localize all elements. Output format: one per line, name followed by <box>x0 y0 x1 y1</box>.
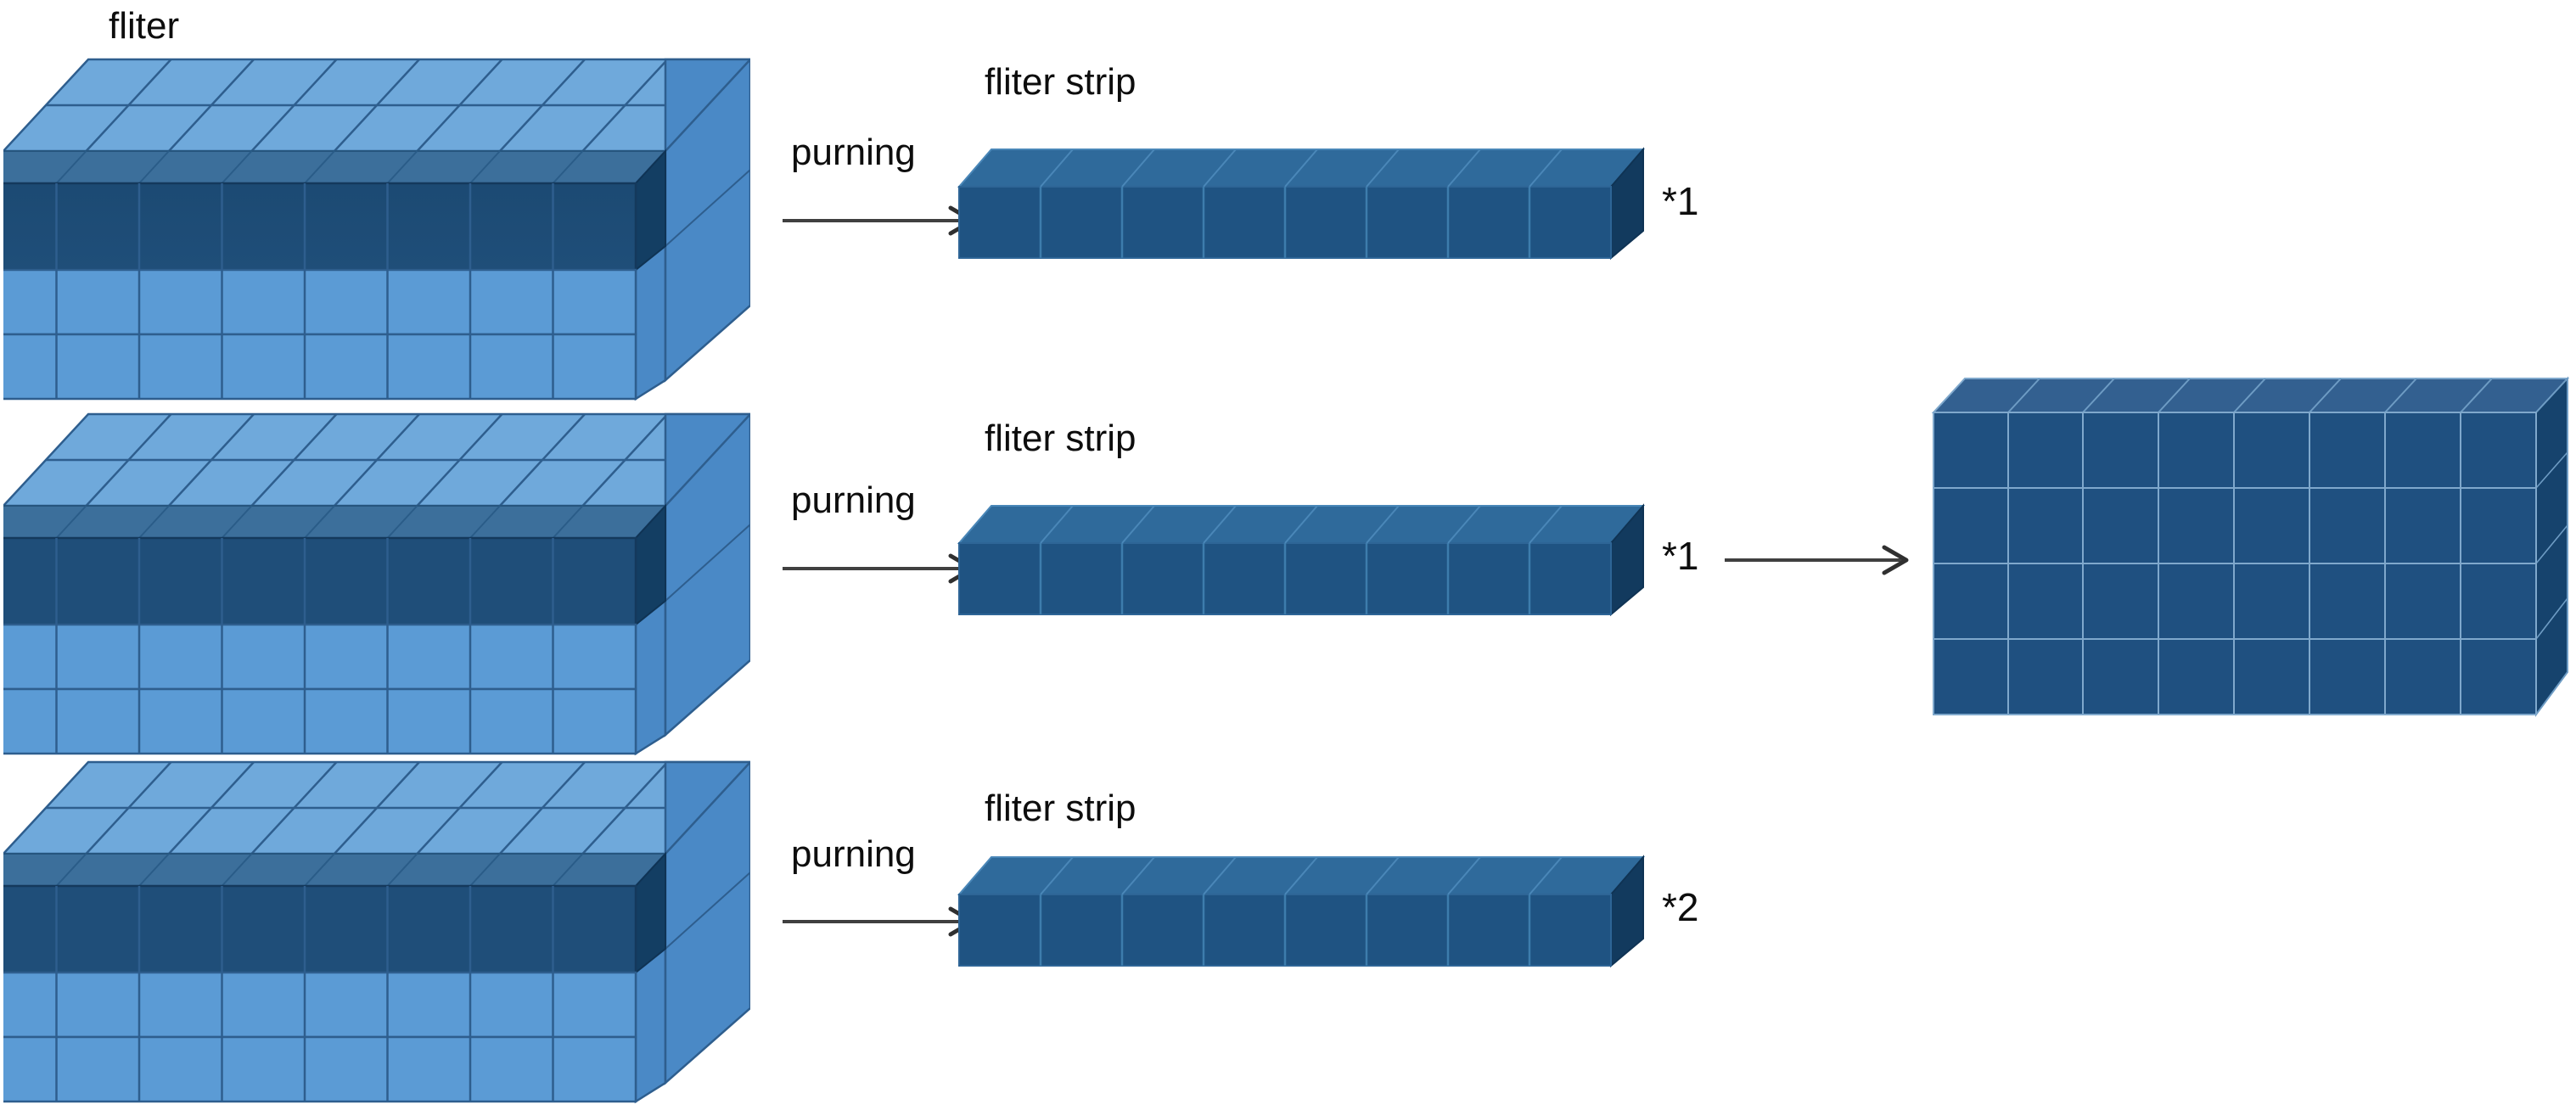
result-block <box>1927 373 2576 755</box>
filter-cube-3 <box>3 754 750 1110</box>
cube-top-face <box>3 760 750 855</box>
combine-arrow <box>1723 543 1918 577</box>
cube-strip-top-face <box>3 853 668 887</box>
multiplier-label-1: *1 <box>1662 179 1699 223</box>
cube-top-face <box>3 58 750 153</box>
pruning-arrow-1 <box>781 204 985 238</box>
cube-front-face <box>3 884 637 1103</box>
multiplier-label-2: *1 <box>1662 534 1699 578</box>
result-right-face <box>2535 376 2568 718</box>
filter-strip-1 <box>957 143 1653 270</box>
filter-strip-3 <box>957 850 1653 978</box>
filter-cube-2 <box>3 406 750 762</box>
filter-title-label: fliter <box>109 5 180 47</box>
filter-strip-2 <box>957 499 1653 626</box>
multiplier-label-3: *2 <box>1662 885 1699 929</box>
process-label-2: purning <box>791 479 916 521</box>
filter-cube-1 <box>3 51 750 407</box>
pruning-arrow-2 <box>781 552 985 586</box>
process-label-3: purning <box>791 833 916 875</box>
cube-front-face <box>3 536 637 755</box>
cube-top-face <box>3 412 750 507</box>
strip-label-3: fliter strip <box>985 788 1136 829</box>
strip-label-2: fliter strip <box>985 418 1136 459</box>
strip-label-1: fliter strip <box>985 61 1136 103</box>
cube-front-face <box>3 182 637 401</box>
pruning-arrow-3 <box>781 905 985 939</box>
cube-strip-top-face <box>3 150 668 184</box>
result-top-face <box>1931 378 2570 413</box>
process-label-1: purning <box>791 132 916 173</box>
result-front-face <box>1933 412 2537 715</box>
cube-strip-top-face <box>3 505 668 539</box>
